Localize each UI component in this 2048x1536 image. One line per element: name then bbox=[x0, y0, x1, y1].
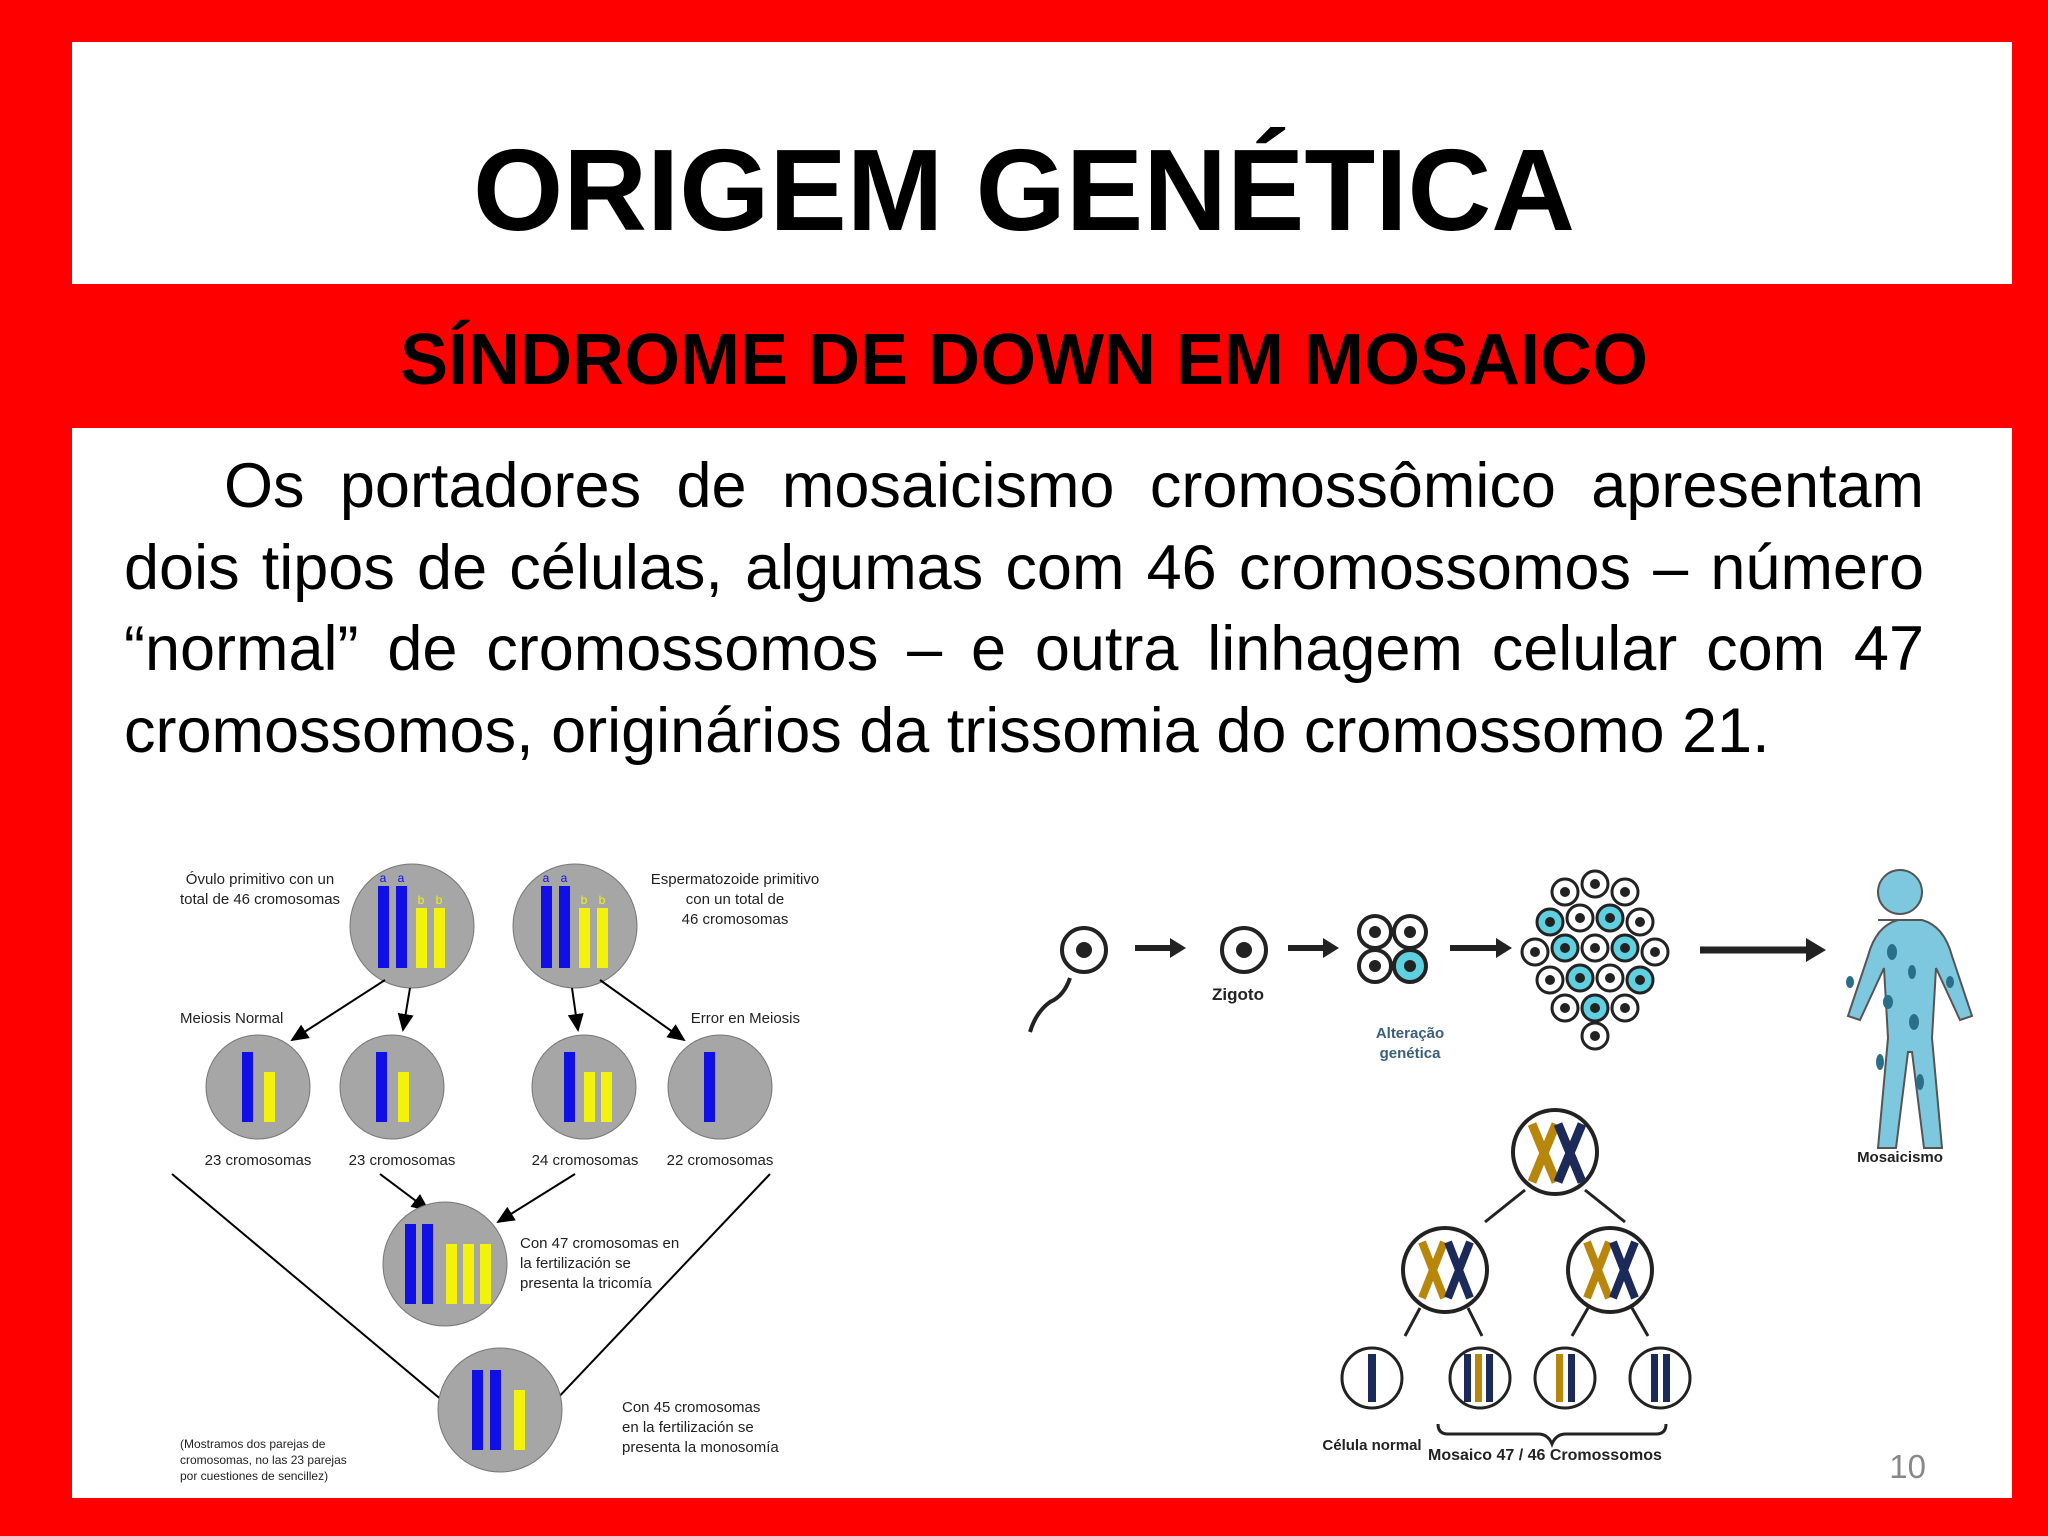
footnote-2: cromosomas, no las 23 parejas bbox=[180, 1453, 347, 1467]
cell-gamete-4 bbox=[667, 1034, 773, 1140]
four-cell-stage bbox=[1357, 914, 1428, 984]
cell-ovulo: a a b b bbox=[349, 863, 475, 989]
allele-a: a bbox=[543, 871, 550, 885]
cell-cluster bbox=[1520, 869, 1670, 1051]
label-zigoto: Zigoto bbox=[1212, 985, 1264, 1004]
label-mosaico: Mosaico 47 / 46 Cromossomos bbox=[1428, 1447, 1662, 1464]
label-45-1: Con 45 cromosomas bbox=[622, 1399, 760, 1416]
label-45-3: presenta la monosomía bbox=[622, 1439, 779, 1456]
label-celula-normal: Célula normal bbox=[1322, 1437, 1421, 1454]
page-number: 10 bbox=[1889, 1448, 1926, 1485]
allele-b: b bbox=[599, 893, 606, 907]
allele-a: a bbox=[380, 871, 387, 885]
mosaic-diagram: Zigoto Alteração genética bbox=[1020, 852, 1980, 1482]
allele-b: b bbox=[581, 893, 588, 907]
count-2: 23 cromosomas bbox=[349, 1152, 456, 1169]
allele-b: b bbox=[436, 893, 443, 907]
label-ovulo-1: Óvulo primitivo con un bbox=[186, 871, 334, 888]
count-1: 23 cromosomas bbox=[205, 1152, 312, 1169]
cell-espermatozoide: a a b b bbox=[512, 863, 638, 989]
label-meiosis-normal: Meiosis Normal bbox=[180, 1010, 283, 1027]
cell-monosomy-45 bbox=[437, 1347, 563, 1473]
label-esperm-2: con un total de bbox=[686, 891, 784, 908]
zygote-cell bbox=[1220, 926, 1268, 974]
cell-gamete-1 bbox=[205, 1034, 311, 1140]
label-esperm-1: Espermatozoide primitivo bbox=[651, 871, 819, 888]
label-mosaicismo: Mosaicismo bbox=[1857, 1149, 1943, 1166]
slide-subtitle: SÍNDROME DE DOWN EM MOSAICO bbox=[399, 320, 1648, 400]
count-4: 22 cromosomas bbox=[667, 1152, 774, 1169]
egg-cell bbox=[1028, 926, 1108, 1033]
label-alteracao-1: Alteração bbox=[1376, 1025, 1444, 1042]
human-figure-icon bbox=[1846, 869, 1974, 1149]
label-ovulo-2: total de 46 cromosomas bbox=[180, 891, 340, 908]
allele-a: a bbox=[398, 871, 405, 885]
chromosome-tree bbox=[1340, 1108, 1692, 1449]
footnote-3: por cuestiones de sencillez) bbox=[180, 1469, 328, 1483]
body-paragraph: Os portadores de mosaicismo cromossômico… bbox=[124, 451, 1924, 766]
cell-trisomy-47 bbox=[382, 1201, 508, 1327]
footnote-1: (Mostramos dos parejas de bbox=[180, 1437, 326, 1451]
title-box bbox=[72, 42, 2012, 284]
label-alteracao-2: genética bbox=[1380, 1045, 1442, 1062]
label-47-2: la fertilización se bbox=[520, 1255, 631, 1272]
mosaic-spots bbox=[1846, 944, 1954, 1090]
slide-title: ORIGEM GENÉTICA bbox=[472, 125, 1576, 255]
label-47-3: presenta la tricomía bbox=[520, 1275, 652, 1292]
cell-gamete-3 bbox=[531, 1034, 637, 1140]
allele-b: b bbox=[418, 893, 425, 907]
count-3: 24 cromosomas bbox=[532, 1152, 639, 1169]
label-47-1: Con 47 cromosomas en bbox=[520, 1235, 679, 1252]
cell-gamete-2 bbox=[339, 1034, 445, 1140]
meiosis-diagram: Óvulo primitivo con un total de 46 cromo… bbox=[160, 862, 820, 1492]
label-esperm-3: 46 cromosomas bbox=[682, 911, 789, 928]
label-error-meiosis: Error en Meiosis bbox=[691, 1010, 800, 1027]
label-45-2: en la fertilización se bbox=[622, 1419, 754, 1436]
allele-a: a bbox=[561, 871, 568, 885]
